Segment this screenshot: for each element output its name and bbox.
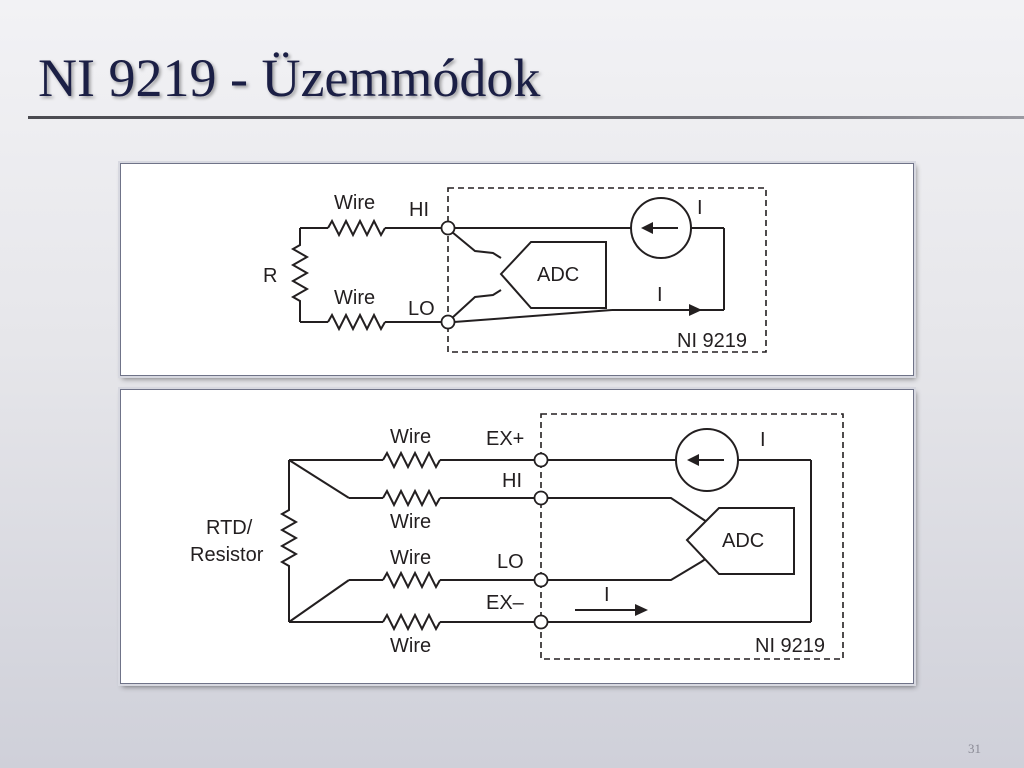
- four-wire-diagram-panel: Wire Wire Wire Wire RTD/ Resistor EX+ HI…: [118, 387, 916, 686]
- lo-to-adc: [451, 289, 502, 319]
- module-label: NI 9219: [755, 635, 825, 657]
- adc-label: ADC: [537, 264, 579, 286]
- wire-resistor-1: [382, 450, 441, 470]
- terminal-ex-plus: [533, 452, 549, 468]
- adc-block: [685, 507, 795, 575]
- slide-title: NI 9219 - Üzemmódok: [38, 48, 541, 108]
- rtd-label-line1: RTD/: [206, 517, 253, 539]
- wire-resistor-bottom: [327, 312, 386, 332]
- terminal-lo-label: LO: [408, 298, 435, 320]
- current-source-arrowhead: [641, 222, 653, 234]
- current-source-label: I: [760, 429, 766, 451]
- four-wire-diagram: Wire Wire Wire Wire RTD/ Resistor EX+ HI…: [190, 413, 844, 660]
- current-direction-arrow-icon: [635, 604, 648, 616]
- terminal-hi: [533, 490, 549, 506]
- wire-resistor-top: [327, 218, 386, 238]
- rtd-label-line2: Resistor: [190, 544, 264, 566]
- hi-to-adc: [451, 231, 502, 259]
- terminal-ex-minus: [533, 614, 549, 630]
- terminal-hi-label: HI: [502, 470, 522, 492]
- adc-block: [499, 241, 607, 309]
- module-boundary: [447, 187, 767, 353]
- lead-2-diagonal: [288, 459, 350, 499]
- terminal-lo-label: LO: [497, 551, 524, 573]
- return-to-lo: [453, 309, 613, 323]
- module-label: NI 9219: [677, 330, 747, 352]
- rtd-resistor: [279, 460, 299, 622]
- wire-label-3: Wire: [390, 547, 431, 569]
- wire-label-4: Wire: [390, 635, 431, 657]
- hi-to-adc: [547, 497, 708, 523]
- wire-resistor-4: [382, 612, 441, 632]
- wire-resistor-2: [382, 488, 441, 508]
- terminal-lo: [533, 572, 549, 588]
- two-wire-diagram: Wire Wire R HI LO ADC I I NI 9219: [263, 187, 767, 353]
- two-wire-diagram-panel: Wire Wire R HI LO ADC I I NI 9219: [118, 161, 916, 378]
- current-source-arrowhead: [687, 454, 699, 466]
- wire-label-top: Wire: [334, 192, 375, 214]
- current-source-label: I: [697, 197, 703, 219]
- current-arrow-label: I: [657, 284, 663, 306]
- title-underline: [28, 116, 1024, 119]
- wire-label-2: Wire: [390, 511, 431, 533]
- lo-to-adc: [547, 557, 708, 581]
- wire-label-bottom: Wire: [334, 287, 375, 309]
- current-direction-arrow-icon: [689, 304, 702, 316]
- adc-label: ADC: [722, 530, 764, 552]
- current-arrow-label: I: [604, 584, 610, 606]
- resistor-r: [290, 228, 310, 322]
- lead-3-diagonal: [288, 579, 350, 623]
- module-boundary: [540, 413, 844, 660]
- resistor-label: R: [263, 265, 277, 287]
- wire-resistor-3: [382, 570, 441, 590]
- terminal-ex-minus-label: EX–: [486, 592, 525, 614]
- terminal-ex-plus-label: EX+: [486, 428, 524, 450]
- terminal-hi-label: HI: [409, 199, 429, 221]
- page-number: 31: [968, 741, 981, 756]
- wire-label-1: Wire: [390, 426, 431, 448]
